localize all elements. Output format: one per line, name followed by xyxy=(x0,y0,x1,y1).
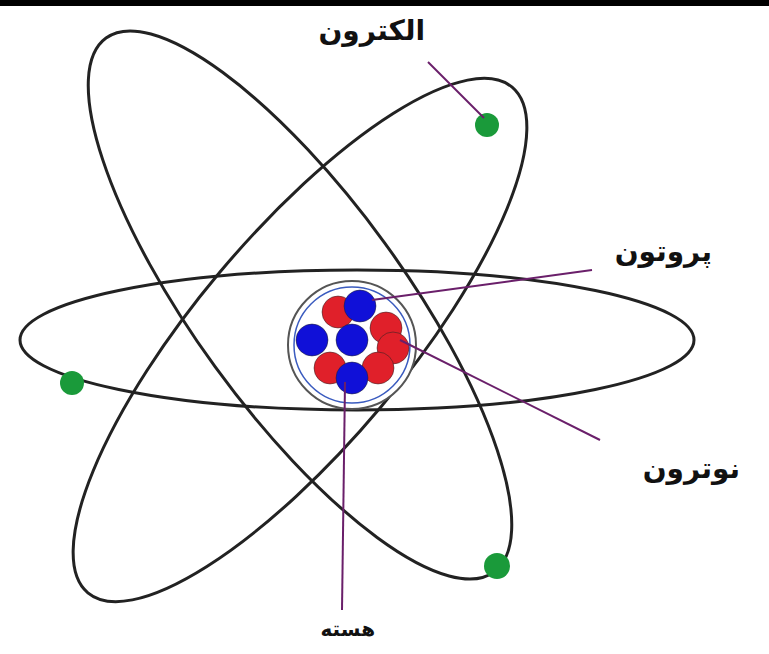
electron xyxy=(60,371,84,395)
part-label: الکترون xyxy=(318,14,425,48)
part-label: هسته xyxy=(320,617,375,641)
orbit xyxy=(20,270,694,410)
orbit xyxy=(7,20,592,654)
proton xyxy=(336,324,368,356)
electron xyxy=(475,113,499,137)
proton xyxy=(344,290,376,322)
leader-line xyxy=(400,340,600,440)
leader-line xyxy=(428,62,484,118)
proton xyxy=(296,324,328,356)
nucleus xyxy=(288,281,416,409)
part-label: نوترون xyxy=(643,452,740,486)
leader-line xyxy=(372,270,592,300)
leader-line xyxy=(342,382,345,610)
part-label: پروتون xyxy=(615,235,712,269)
proton xyxy=(336,362,368,394)
electron xyxy=(484,553,510,579)
orbit xyxy=(21,0,579,634)
nucleus-ring xyxy=(294,287,410,403)
top-bar xyxy=(0,0,769,6)
